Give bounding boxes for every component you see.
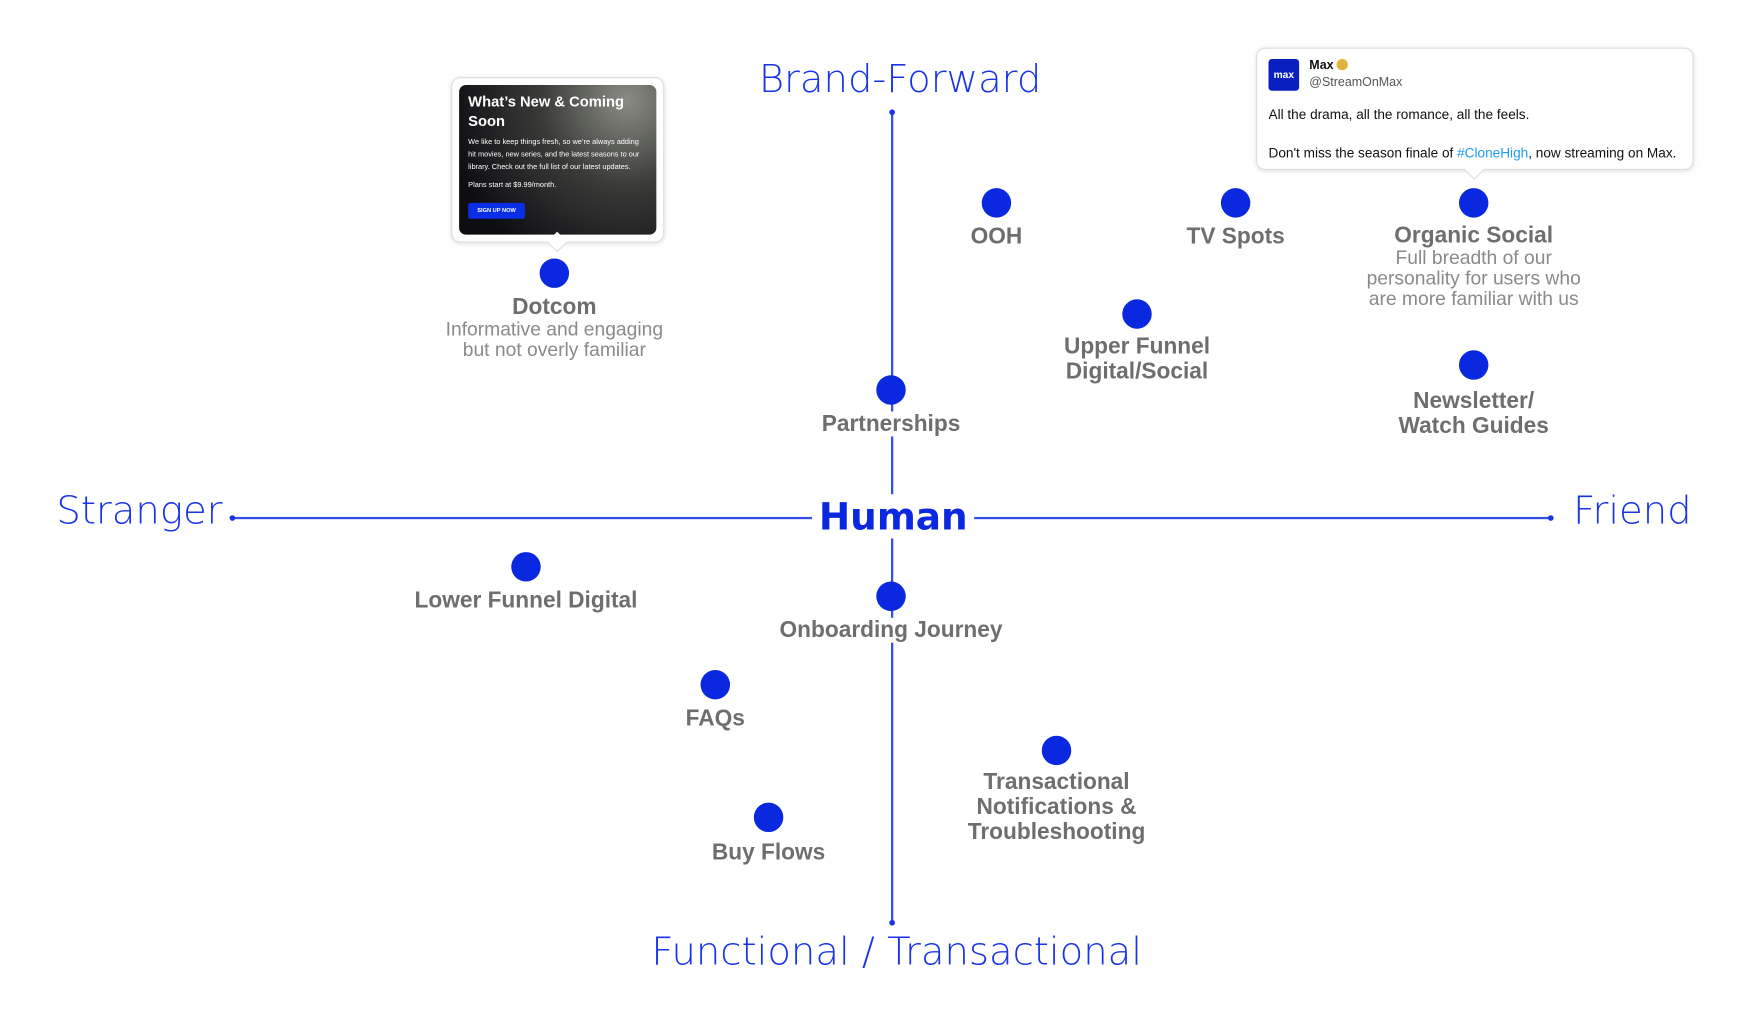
sign-up-button[interactable]: SIGN UP NOW — [468, 202, 525, 219]
tweet-text: , now streaming on Max. — [1528, 145, 1677, 161]
axis-endpoint — [229, 515, 236, 521]
point-ooh — [981, 188, 1012, 218]
point-subtitle: Full breadth of our personality for user… — [1366, 247, 1581, 310]
axis-label-left: Stranger — [56, 488, 223, 534]
axis-endpoint — [1547, 515, 1554, 521]
axis-endpoint — [889, 919, 895, 926]
axis-label-right: Friend — [1573, 488, 1692, 534]
point-label-faqs: FAQs — [681, 706, 750, 732]
point-title: Organic Social — [1394, 223, 1554, 249]
max-logo: max — [1268, 58, 1300, 91]
point-tv-spots — [1220, 188, 1251, 218]
point-faqs — [700, 669, 731, 700]
point-title: OOH — [970, 224, 1023, 250]
tweet-handle: @StreamOnMax — [1309, 75, 1403, 90]
tweet-line1: All the drama, all the romance, all the … — [1268, 106, 1530, 123]
point-dotcom — [539, 258, 570, 288]
card-body: We like to keep things fresh, so we’re a… — [468, 138, 640, 172]
callout-tail — [546, 231, 568, 253]
point-title: Partnerships — [821, 411, 961, 437]
point-partnerships — [876, 375, 906, 405]
point-title: Lower Funnel Digital — [414, 588, 638, 614]
verified-badge-icon — [1337, 58, 1349, 71]
point-label-ooh: OOH — [966, 224, 1027, 250]
callout-tail — [1463, 159, 1485, 180]
point-upper-funnel — [1122, 299, 1152, 329]
axis-endpoint — [889, 109, 895, 116]
card-title: What’s New & Coming Soon — [468, 92, 625, 130]
point-label-lower-funnel: Lower Funnel Digital — [409, 588, 642, 614]
tweet-card: max Max @StreamOnMax All the drama, all … — [1256, 47, 1694, 180]
point-transactional — [1041, 735, 1072, 766]
point-subtitle: Informative and engaging but not overly … — [445, 318, 664, 361]
point-title: Onboarding Journey — [779, 617, 1003, 643]
center-label: Human — [812, 494, 975, 539]
axis-label-top: Brand-Forward — [758, 56, 1042, 103]
point-title: Upper Funnel Digital/Social — [1063, 334, 1211, 385]
point-label-partnerships: Partnerships — [817, 411, 965, 437]
point-label-buy-flows: Buy Flows — [707, 839, 830, 865]
point-label-transactional: Transactional Notifications & Troublesho… — [963, 769, 1150, 845]
point-label-upper-funnel: Upper Funnel Digital/Social — [1059, 334, 1215, 385]
point-title: FAQs — [685, 706, 745, 732]
point-title: Transactional Notifications & Troublesho… — [967, 769, 1146, 845]
tweet-text: Don't miss the season finale of — [1268, 145, 1458, 161]
point-label-onboarding: Onboarding Journey — [774, 617, 1008, 643]
point-label-tv-spots: TV Spots — [1181, 224, 1290, 250]
point-label-newsletter: Newsletter/ Watch Guides — [1393, 388, 1554, 439]
tweet-author: Max — [1309, 58, 1349, 73]
point-title: TV Spots — [1186, 224, 1285, 250]
axis-label-bottom: Functional / Transactional — [651, 929, 1142, 975]
point-organic-social — [1458, 188, 1489, 218]
point-onboarding — [876, 581, 906, 612]
point-buy-flows — [753, 802, 784, 833]
point-lower-funnel — [511, 552, 541, 582]
card-price: Plans start at $9.99/month. — [468, 181, 557, 190]
point-title: Newsletter/ Watch Guides — [1398, 388, 1549, 439]
tweet-line2: Don't miss the season finale of #CloneHi… — [1268, 145, 1676, 161]
dotcom-preview-card: What’s New & Coming Soon We like to keep… — [451, 77, 665, 253]
tweet-name: Max — [1309, 58, 1334, 73]
point-newsletter — [1458, 350, 1489, 380]
point-title: Buy Flows — [711, 839, 826, 865]
point-title: Dotcom — [512, 294, 597, 320]
hashtag-link[interactable]: #CloneHigh — [1457, 145, 1529, 161]
